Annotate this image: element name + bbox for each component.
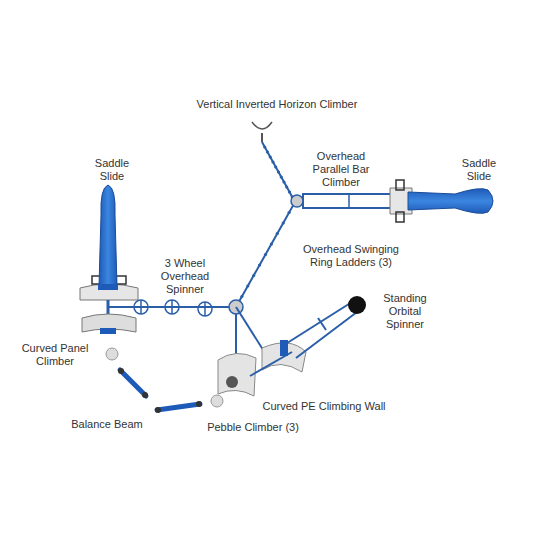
- part-label: Standing Orbital Spinner: [369, 292, 441, 331]
- part-label: Curved PE Climbing Wall: [253, 400, 395, 413]
- part-label: Pebble Climber (3): [197, 421, 309, 434]
- part-label: Overhead Parallel Bar Climber: [300, 150, 382, 189]
- part-label: Vertical Inverted Horizon Climber: [176, 98, 378, 111]
- part-label: Balance Beam: [61, 418, 153, 431]
- part-label: Saddle Slide: [86, 157, 138, 183]
- part-label: Overhead Swinging Ring Ladders (3): [290, 243, 412, 269]
- part-label: Curved Panel Climber: [14, 342, 96, 368]
- part-label: Saddle Slide: [453, 157, 505, 183]
- part-label: 3 Wheel Overhead Spinner: [154, 257, 216, 296]
